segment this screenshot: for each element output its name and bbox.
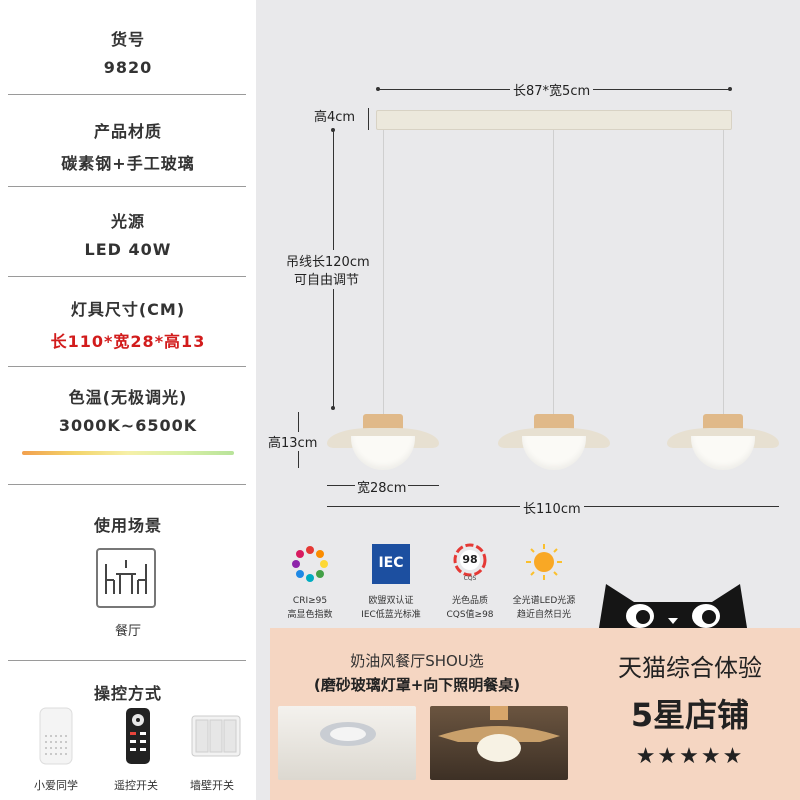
wire-adjustable-label: 可自由调节	[294, 268, 360, 289]
material-value: 碳素钢+手工玻璃	[61, 154, 195, 173]
total-length-label: 长110cm	[520, 498, 584, 517]
shade-height-label: 高13cm	[268, 432, 318, 451]
star-rating-icon: ★★★★★	[635, 744, 745, 769]
color-temperature-gradient	[22, 451, 234, 455]
spectrum-line2: 趋近自然日光	[516, 610, 571, 620]
divider	[8, 366, 246, 367]
shade-width-label: 宽28cm	[355, 477, 409, 496]
frosted-glass-photo	[278, 706, 416, 780]
light-source: 光源 LED 40W	[0, 208, 256, 259]
glass-globe	[691, 436, 755, 470]
cqs-line1: 光色品质	[451, 596, 488, 606]
divider	[8, 186, 246, 187]
color-temperature-value: 3000K~6500K	[58, 416, 198, 435]
divider	[8, 660, 246, 661]
cqs-sublabel: CQS	[463, 575, 477, 582]
shop-rating: 5星店铺	[630, 696, 750, 734]
glass-globe	[522, 436, 586, 470]
usage-scene-title: 使用场景	[93, 516, 162, 535]
item-number-value: 9820	[103, 58, 153, 77]
color-wheel-icon	[290, 544, 330, 584]
ceiling-canopy	[376, 110, 732, 130]
color-temperature: 色温(无极调光) 3000K~6500K	[0, 384, 256, 435]
canopy-height-label: 高4cm	[314, 110, 356, 125]
item-number-label: 货号	[110, 30, 145, 49]
cqs-badge-text: 光色品质 CQS值≥98	[430, 594, 510, 622]
lamp-lit-photo	[430, 706, 568, 780]
lamp-size-value: 长110*宽28*高13	[50, 332, 206, 351]
divider	[8, 94, 246, 95]
suspension-wire	[723, 130, 724, 415]
canopy-height-line	[368, 108, 369, 130]
dimension-dot	[376, 87, 380, 91]
lamp-size-label: 灯具尺寸(CM)	[70, 300, 186, 319]
cri-line1: CRI≥95	[292, 596, 328, 606]
dimension-dot	[728, 87, 732, 91]
smart-speaker-icon	[26, 706, 86, 766]
wood-cap	[534, 414, 574, 430]
iec-line2: IEC低蓝光标准	[361, 610, 421, 620]
pendant-shade	[498, 414, 610, 474]
item-number: 货号 9820	[0, 26, 256, 77]
divider	[8, 484, 246, 485]
cri-badge-text: CRI≥95 高显色指数	[270, 594, 350, 622]
usage-scene-label: 餐厅	[114, 624, 141, 639]
cri-line2: 高显色指数	[287, 610, 333, 620]
wire-length-label: 吊线长120cm	[286, 250, 370, 271]
banner-subtitle: (磨砂玻璃灯罩+向下照明餐桌)	[313, 676, 521, 694]
cqs-98-icon: 98 CQS	[450, 542, 490, 584]
iec-logo-text: IEC	[378, 555, 404, 571]
suspension-wire	[553, 130, 554, 415]
color-temperature-label: 色温(无极调光)	[68, 388, 188, 407]
canopy-size-label: 长87*宽5cm	[510, 80, 594, 99]
spectrum-line1: 全光谱LED光源	[512, 596, 576, 606]
material: 产品材质 碳素钢+手工玻璃	[0, 118, 256, 174]
control-methods: 操控方式	[0, 680, 256, 704]
light-source-value: LED 40W	[84, 240, 172, 259]
wood-cap	[363, 414, 403, 430]
sun-icon	[524, 542, 564, 582]
suspension-wire	[383, 130, 384, 415]
material-label: 产品材质	[93, 122, 162, 141]
control-label-speaker: 小爱同学	[34, 779, 78, 792]
remote-control-icon	[108, 706, 168, 766]
light-source-label: 光源	[110, 212, 145, 231]
full-spectrum-badge-text: 全光谱LED光源 趋近自然日光	[504, 594, 584, 622]
iec-badge-text: 欧盟双认证 IEC低蓝光标准	[351, 594, 431, 622]
pendant-shade	[327, 414, 439, 474]
banner-title: 奶油风餐厅SHOU选	[350, 652, 484, 670]
spec-panel: 货号 9820 产品材质 碳素钢+手工玻璃 光源 LED 40W 灯具尺寸(CM…	[0, 0, 256, 800]
dimension-dot	[331, 128, 335, 132]
dining-room-icon	[96, 548, 156, 608]
usage-scene: 使用场景	[0, 512, 256, 536]
tmall-cat-icon	[588, 580, 758, 634]
glass-globe	[351, 436, 415, 470]
lamp-size: 灯具尺寸(CM) 长110*宽28*高13	[0, 296, 256, 352]
cqs-line2: CQS值≥98	[446, 610, 494, 620]
wood-cap	[703, 414, 743, 430]
control-label-remote: 遥控开关	[114, 779, 158, 792]
dimension-dot	[331, 406, 335, 410]
control-label-wall: 墙壁开关	[190, 779, 234, 792]
divider	[8, 276, 246, 277]
control-methods-title: 操控方式	[93, 684, 162, 703]
iec-line1: 欧盟双认证	[368, 596, 414, 606]
iec-logo-icon: IEC	[372, 544, 410, 584]
pendant-shade	[667, 414, 779, 474]
wall-switch-icon	[186, 706, 246, 766]
cqs-number: 98	[462, 553, 478, 566]
shop-title: 天猫综合体验	[618, 654, 762, 682]
